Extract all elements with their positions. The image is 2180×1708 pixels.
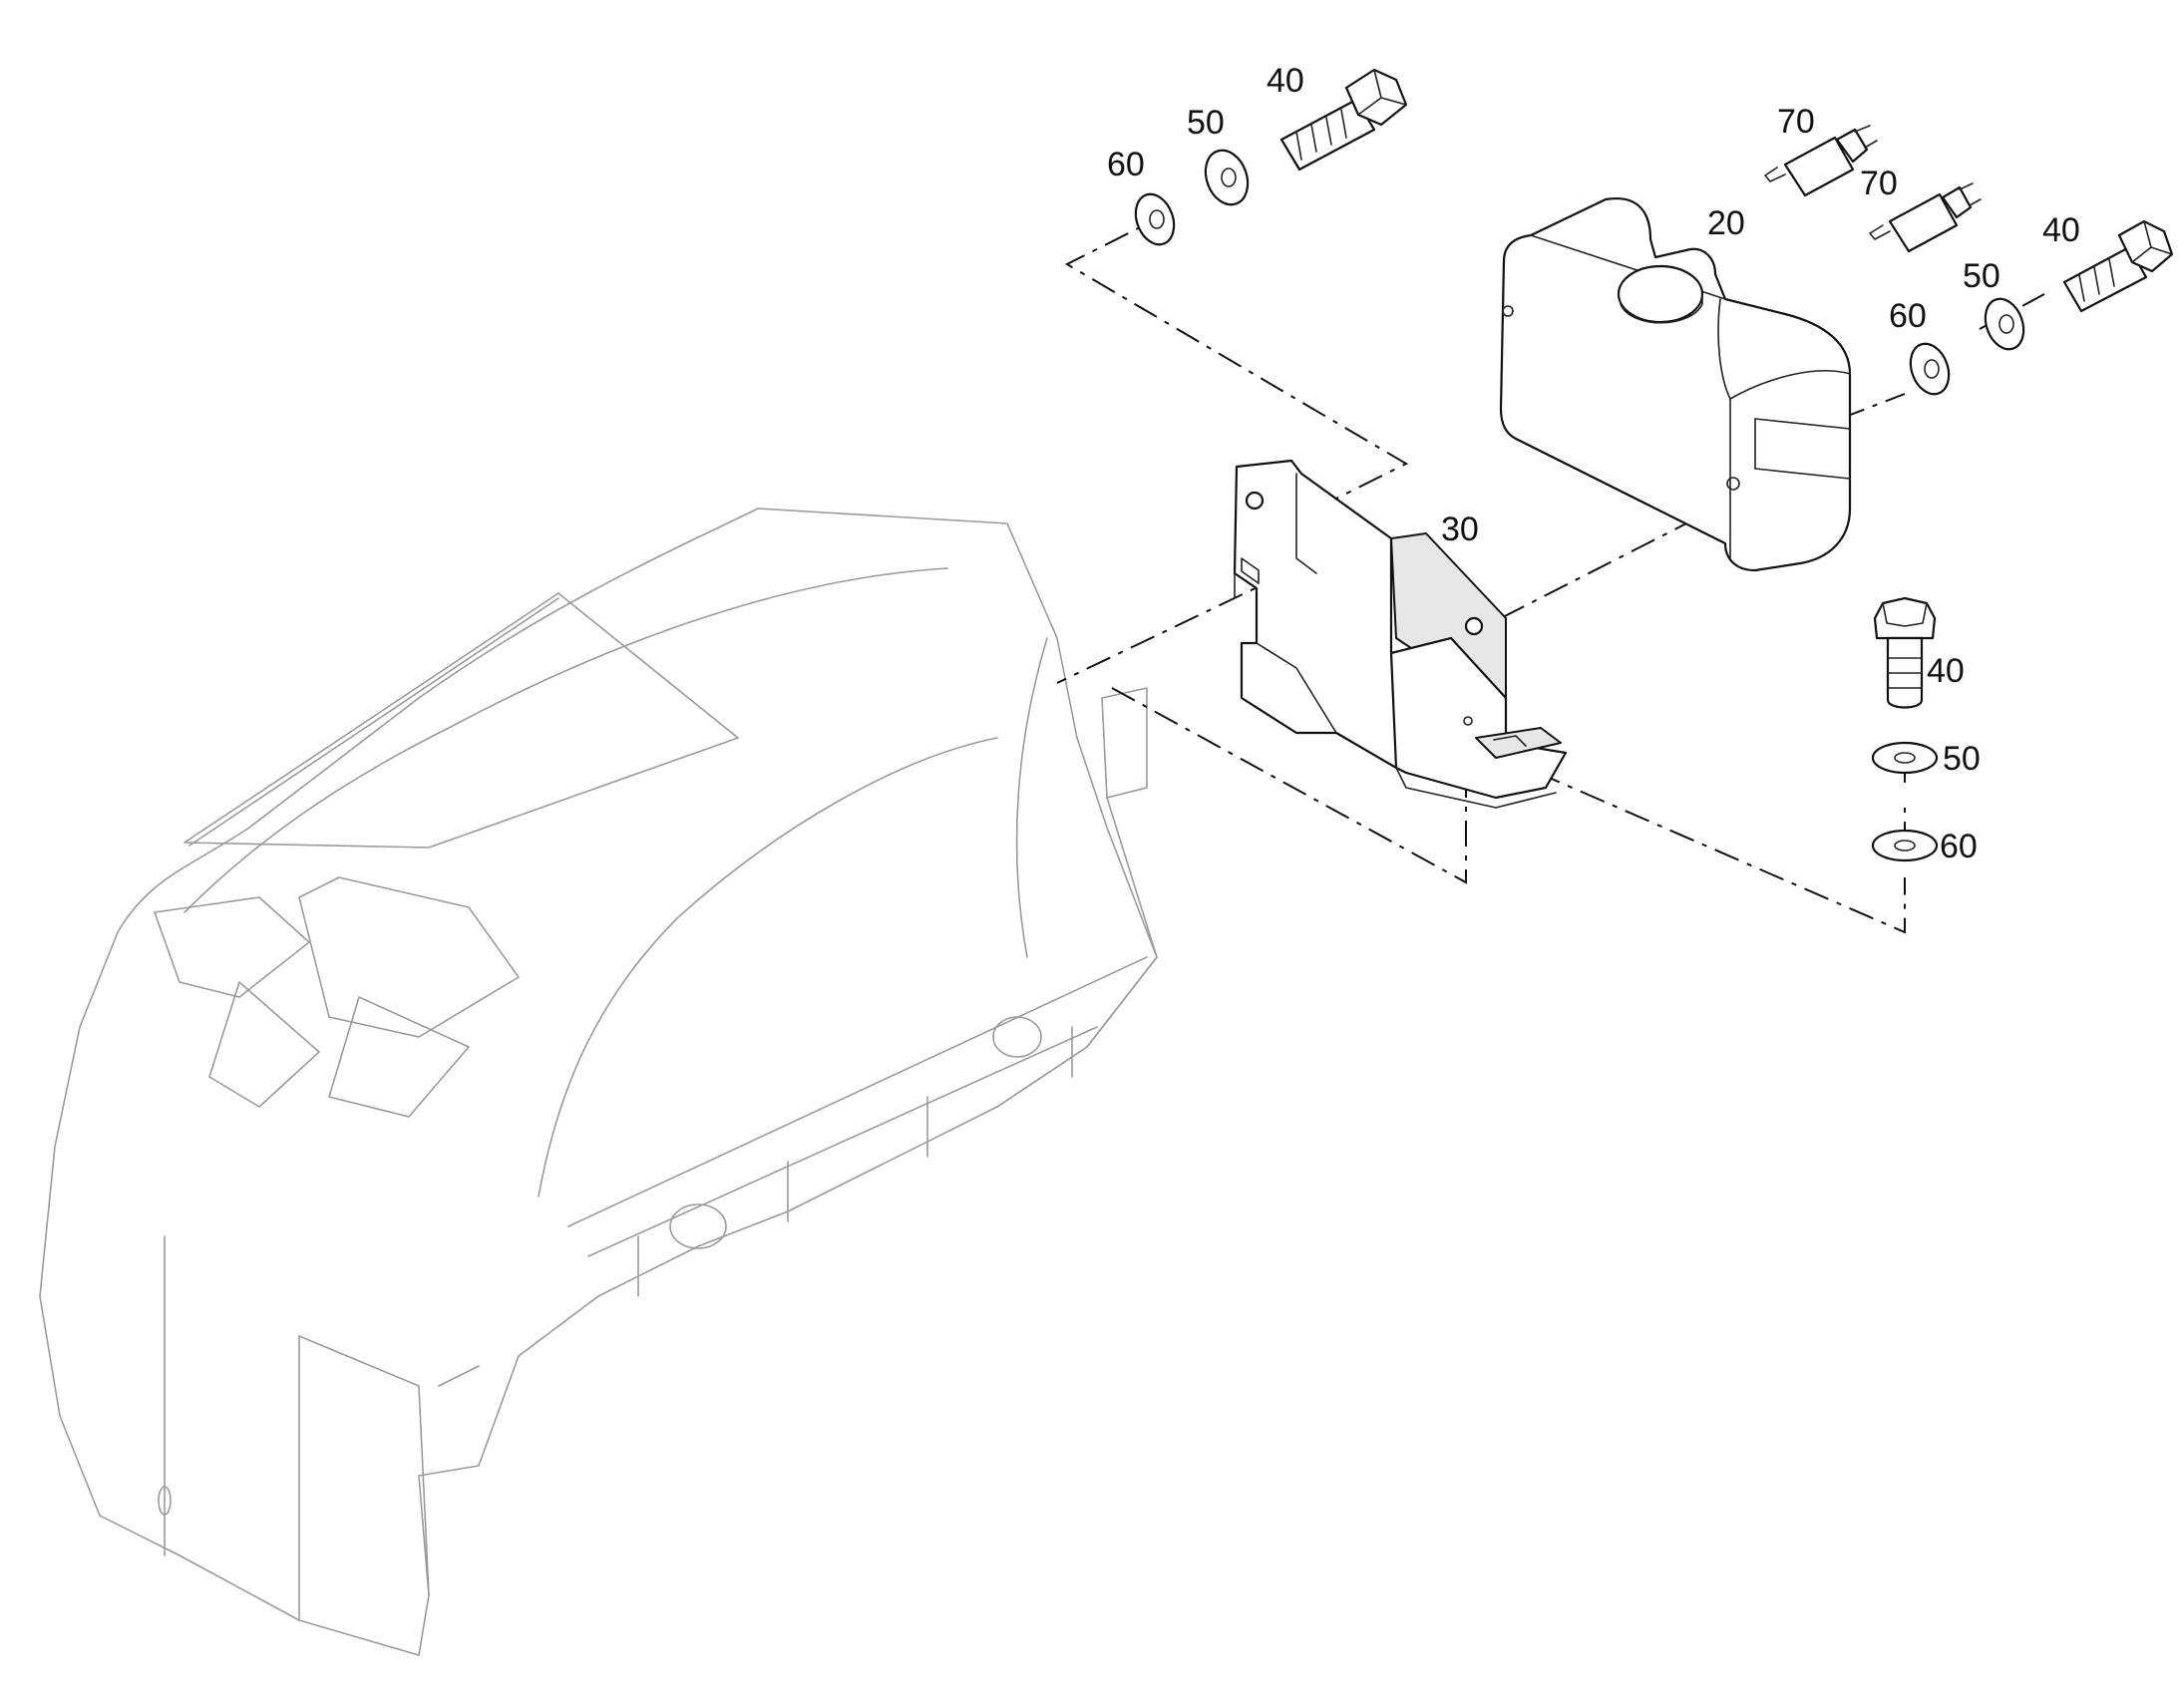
lockwasher-upper-left	[1134, 192, 1176, 246]
fitting-b	[1869, 182, 1982, 253]
callout-washer-upper-left: 50	[1187, 104, 1225, 142]
washer-upper-left	[1204, 149, 1250, 206]
mounting-bracket	[1233, 459, 1568, 809]
callout-lockwasher-upper-left: 60	[1107, 146, 1145, 183]
callout-tank: 20	[1707, 204, 1745, 242]
lockwasher-right	[1909, 342, 1951, 396]
washer-right	[1984, 297, 2025, 351]
callout-washer-right: 50	[1963, 257, 2000, 295]
callout-lockwasher-lower: 60	[1940, 828, 1978, 865]
callout-labels: 40 50 60 70 70 20 40 50 60 30 40 50 60	[1107, 62, 2080, 865]
lockwasher-lower	[1871, 829, 1939, 862]
reservoir-tank	[1499, 196, 1852, 572]
callout-lockwasher-right: 60	[1889, 297, 1927, 335]
housing-panel	[39, 508, 1158, 1656]
callout-fitting-a: 70	[1777, 103, 1815, 141]
callout-bolt-upper-left: 40	[1267, 62, 1304, 100]
fitting-a	[1764, 125, 1878, 197]
bolt-lower	[1873, 596, 1937, 709]
callout-bolt-right: 40	[2042, 211, 2080, 249]
callout-washer-lower: 50	[1943, 740, 1981, 778]
bolt-right	[2062, 219, 2174, 313]
callout-bracket: 30	[1441, 511, 1479, 548]
washer-lower	[1871, 741, 1939, 775]
bolt-upper-left	[1279, 68, 1408, 171]
callout-bolt-lower: 40	[1927, 652, 1965, 690]
callout-fitting-b: 70	[1860, 165, 1898, 202]
